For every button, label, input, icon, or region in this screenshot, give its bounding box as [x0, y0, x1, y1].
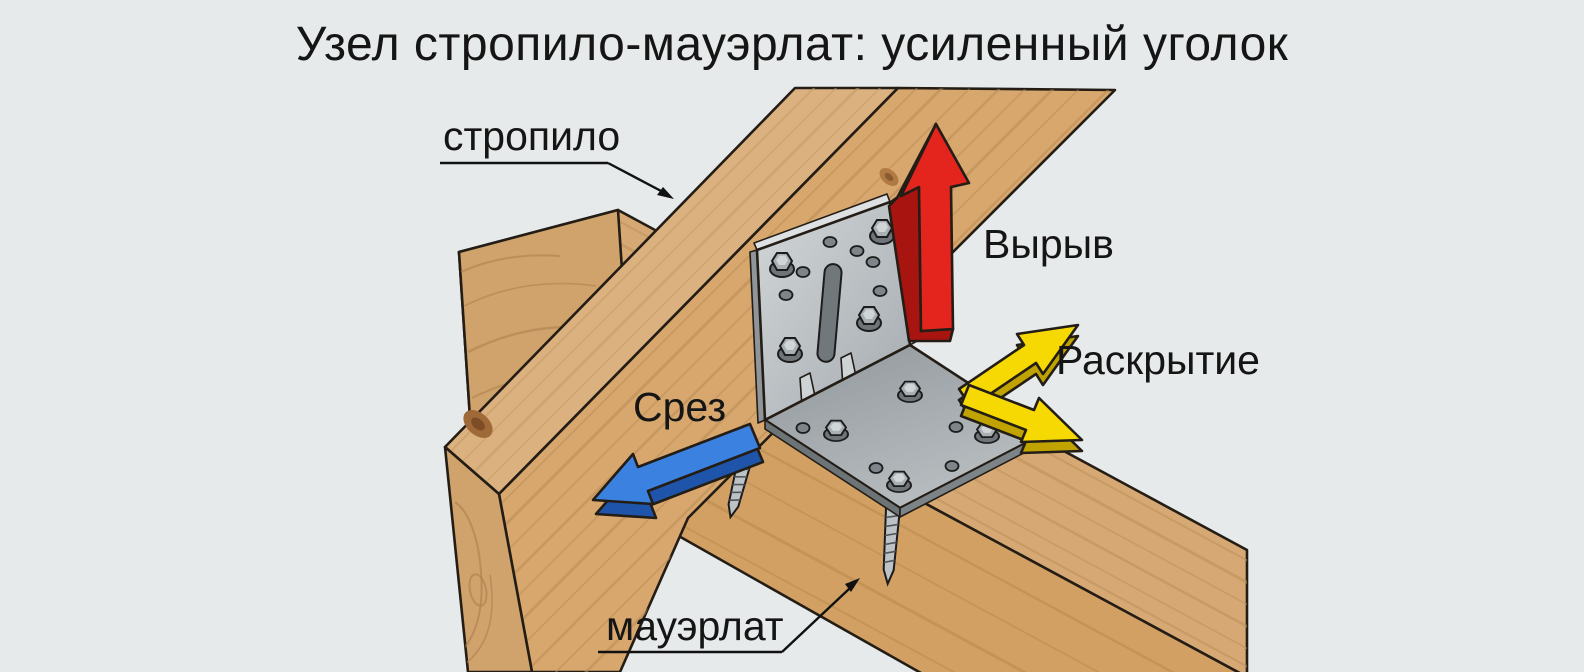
rafter-label-group: стропило: [440, 113, 674, 199]
rafter-leader-arrowhead: [657, 187, 674, 199]
opening-label: Раскрытие: [1056, 337, 1260, 383]
pullout-force-arrow: [887, 122, 971, 343]
pullout-label: Вырыв: [983, 221, 1114, 267]
bracket-slot: [816, 263, 843, 363]
mauerlat-leader-line: [781, 588, 850, 653]
wood-knot: [463, 167, 899, 439]
rafter-leader-line: [607, 161, 664, 194]
shear-label: Срез: [633, 384, 726, 430]
rafter-label: стропило: [443, 113, 620, 159]
mauerlat-label-group: мауэрлат: [598, 578, 860, 654]
mauerlat-label: мауэрлат: [606, 603, 784, 649]
mauerlat-leader-arrowhead: [845, 578, 860, 592]
shear-force-arrow: [591, 422, 765, 520]
opening-force-arrow: [957, 323, 1084, 455]
page-title: Узел стропило-мауэрлат: усиленный уголок: [296, 18, 1289, 71]
